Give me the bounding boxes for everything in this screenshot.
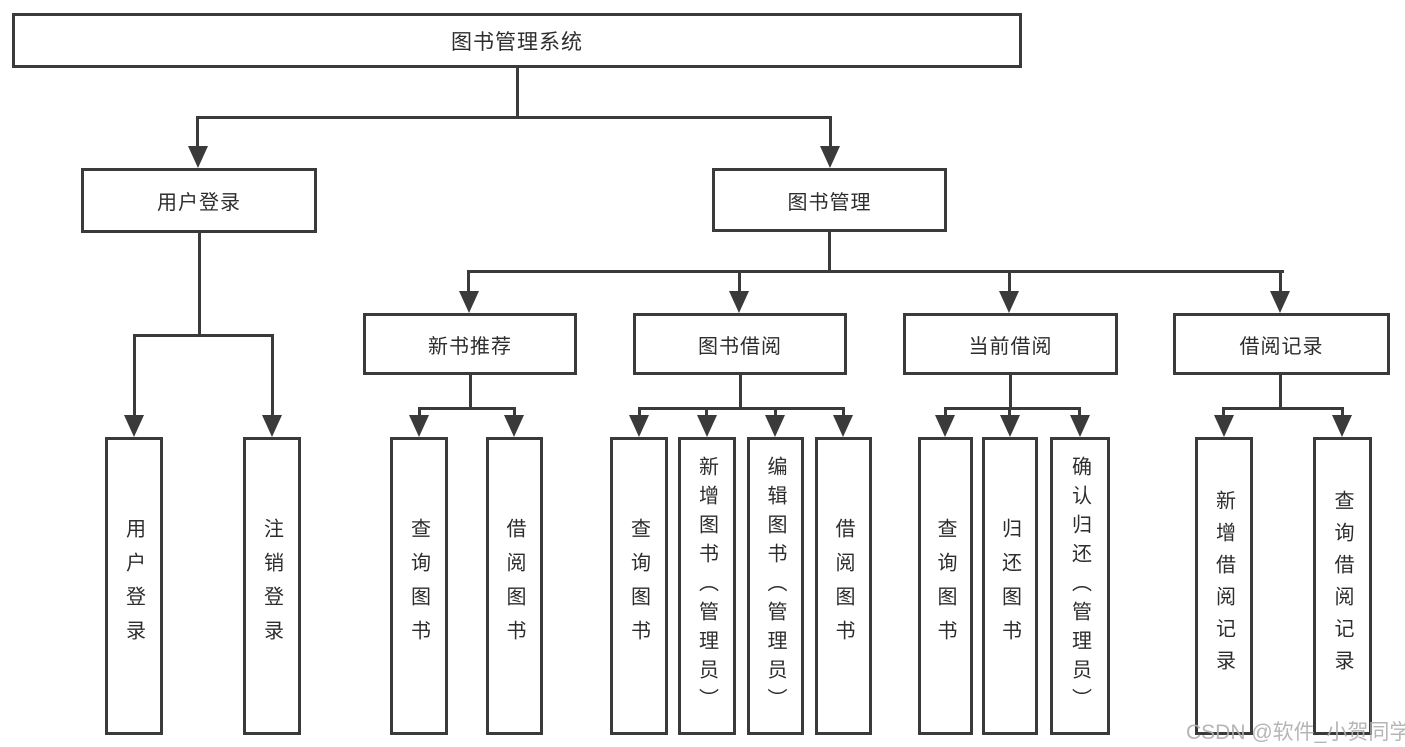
leaf-borrow-query-books: 查询图书 (610, 437, 668, 735)
arrowhead-new-books (459, 291, 479, 313)
connector-book-borrow-trunk (739, 375, 742, 408)
leaf-borrow-add-books-admin: 新增图书（管理员） (678, 437, 736, 735)
leaf-newbooks-borrow-books: 借阅图书 (486, 437, 543, 735)
connector-borrow-records-rail (1222, 407, 1344, 410)
connector-drop-bb-add (705, 407, 708, 416)
leaf-current-query-books: 查询图书 (918, 437, 973, 735)
node-new-books: 新书推荐 (363, 313, 577, 375)
arrowhead-bb-add (697, 415, 717, 437)
connector-drop-new-books (467, 270, 470, 291)
connector-drop-nb-borrow (513, 407, 516, 416)
connector-drop-bb-borrow (842, 407, 845, 416)
connector-drop-book-borrow (738, 270, 741, 291)
leaf-records-query-borrow-record: 查询借阅记录 (1313, 437, 1372, 735)
node-book-management: 图书管理 (712, 168, 947, 232)
arrowhead-br-query (1332, 415, 1352, 437)
arrowhead-bb-edit (765, 415, 785, 437)
leaf-current-confirm-return-admin: 确认归还（管理员） (1050, 437, 1110, 735)
connector-drop-br-query (1341, 407, 1344, 416)
arrowhead-borrow-records (1270, 291, 1290, 313)
leaf-logout: 注销登录 (243, 437, 301, 735)
arrowhead-bb-query (629, 415, 649, 437)
leaf-newbooks-query-books: 查询图书 (390, 437, 448, 735)
connector-drop-borrow-records (1279, 270, 1282, 291)
node-current-borrow: 当前借阅 (903, 313, 1118, 375)
node-user-login: 用户登录 (81, 168, 317, 233)
connector-drop-current-borrow (1008, 270, 1011, 291)
leaf-borrow-edit-books-admin: 编辑图书（管理员） (747, 437, 804, 735)
arrowhead-book-management (820, 146, 840, 168)
connector-drop-leaf-logout (271, 334, 274, 416)
connector-user-login-rail (133, 334, 274, 337)
arrowhead-nb-borrow (504, 415, 524, 437)
connector-new-books-trunk (469, 375, 472, 408)
connector-drop-br-add (1222, 407, 1225, 416)
connector-user-login-trunk (198, 233, 201, 337)
connector-drop-bb-edit (774, 407, 777, 416)
arrowhead-book-borrow (729, 291, 749, 313)
connector-drop-cb-query (944, 407, 947, 416)
connector-drop-book-management (829, 116, 832, 148)
connector-drop-nb-query (418, 407, 421, 416)
arrowhead-leaf-login (124, 415, 144, 437)
connector-level2-rail (196, 116, 832, 119)
connector-drop-cb-return (1008, 407, 1011, 416)
connector-book-borrow-rail (638, 407, 844, 410)
arrowhead-current-borrow (999, 291, 1019, 313)
watermark: CSDN @软件_小贺同学 (1186, 721, 1405, 744)
arrowhead-cb-confirm (1070, 415, 1090, 437)
connector-new-books-rail (418, 407, 516, 410)
leaf-user-login: 用户登录 (105, 437, 163, 735)
arrowhead-cb-return (1000, 415, 1020, 437)
connector-drop-leaf-login (133, 334, 136, 416)
connector-drop-bb-query (638, 407, 641, 416)
connector-book-management-trunk (828, 232, 831, 273)
leaf-records-add-borrow-record: 新增借阅记录 (1195, 437, 1253, 735)
leaf-borrow-borrow-books: 借阅图书 (815, 437, 872, 735)
connector-root-trunk (516, 68, 519, 116)
connector-level3-rail (467, 270, 1284, 273)
connector-current-borrow-trunk (1009, 375, 1012, 410)
node-library-management-system: 图书管理系统 (12, 13, 1022, 68)
leaf-current-return-books: 归还图书 (982, 437, 1038, 735)
node-book-borrow: 图书借阅 (633, 313, 847, 375)
connector-borrow-records-trunk (1279, 375, 1282, 408)
node-borrow-records: 借阅记录 (1173, 313, 1390, 375)
connector-drop-user-login (196, 116, 199, 148)
arrowhead-leaf-logout (262, 415, 282, 437)
arrowhead-bb-borrow (833, 415, 853, 437)
arrowhead-user-login (188, 146, 208, 168)
arrowhead-br-add (1214, 415, 1234, 437)
connector-drop-cb-confirm (1078, 407, 1081, 416)
arrowhead-nb-query (409, 415, 429, 437)
connector-current-borrow-rail (944, 407, 1081, 410)
arrowhead-cb-query (935, 415, 955, 437)
